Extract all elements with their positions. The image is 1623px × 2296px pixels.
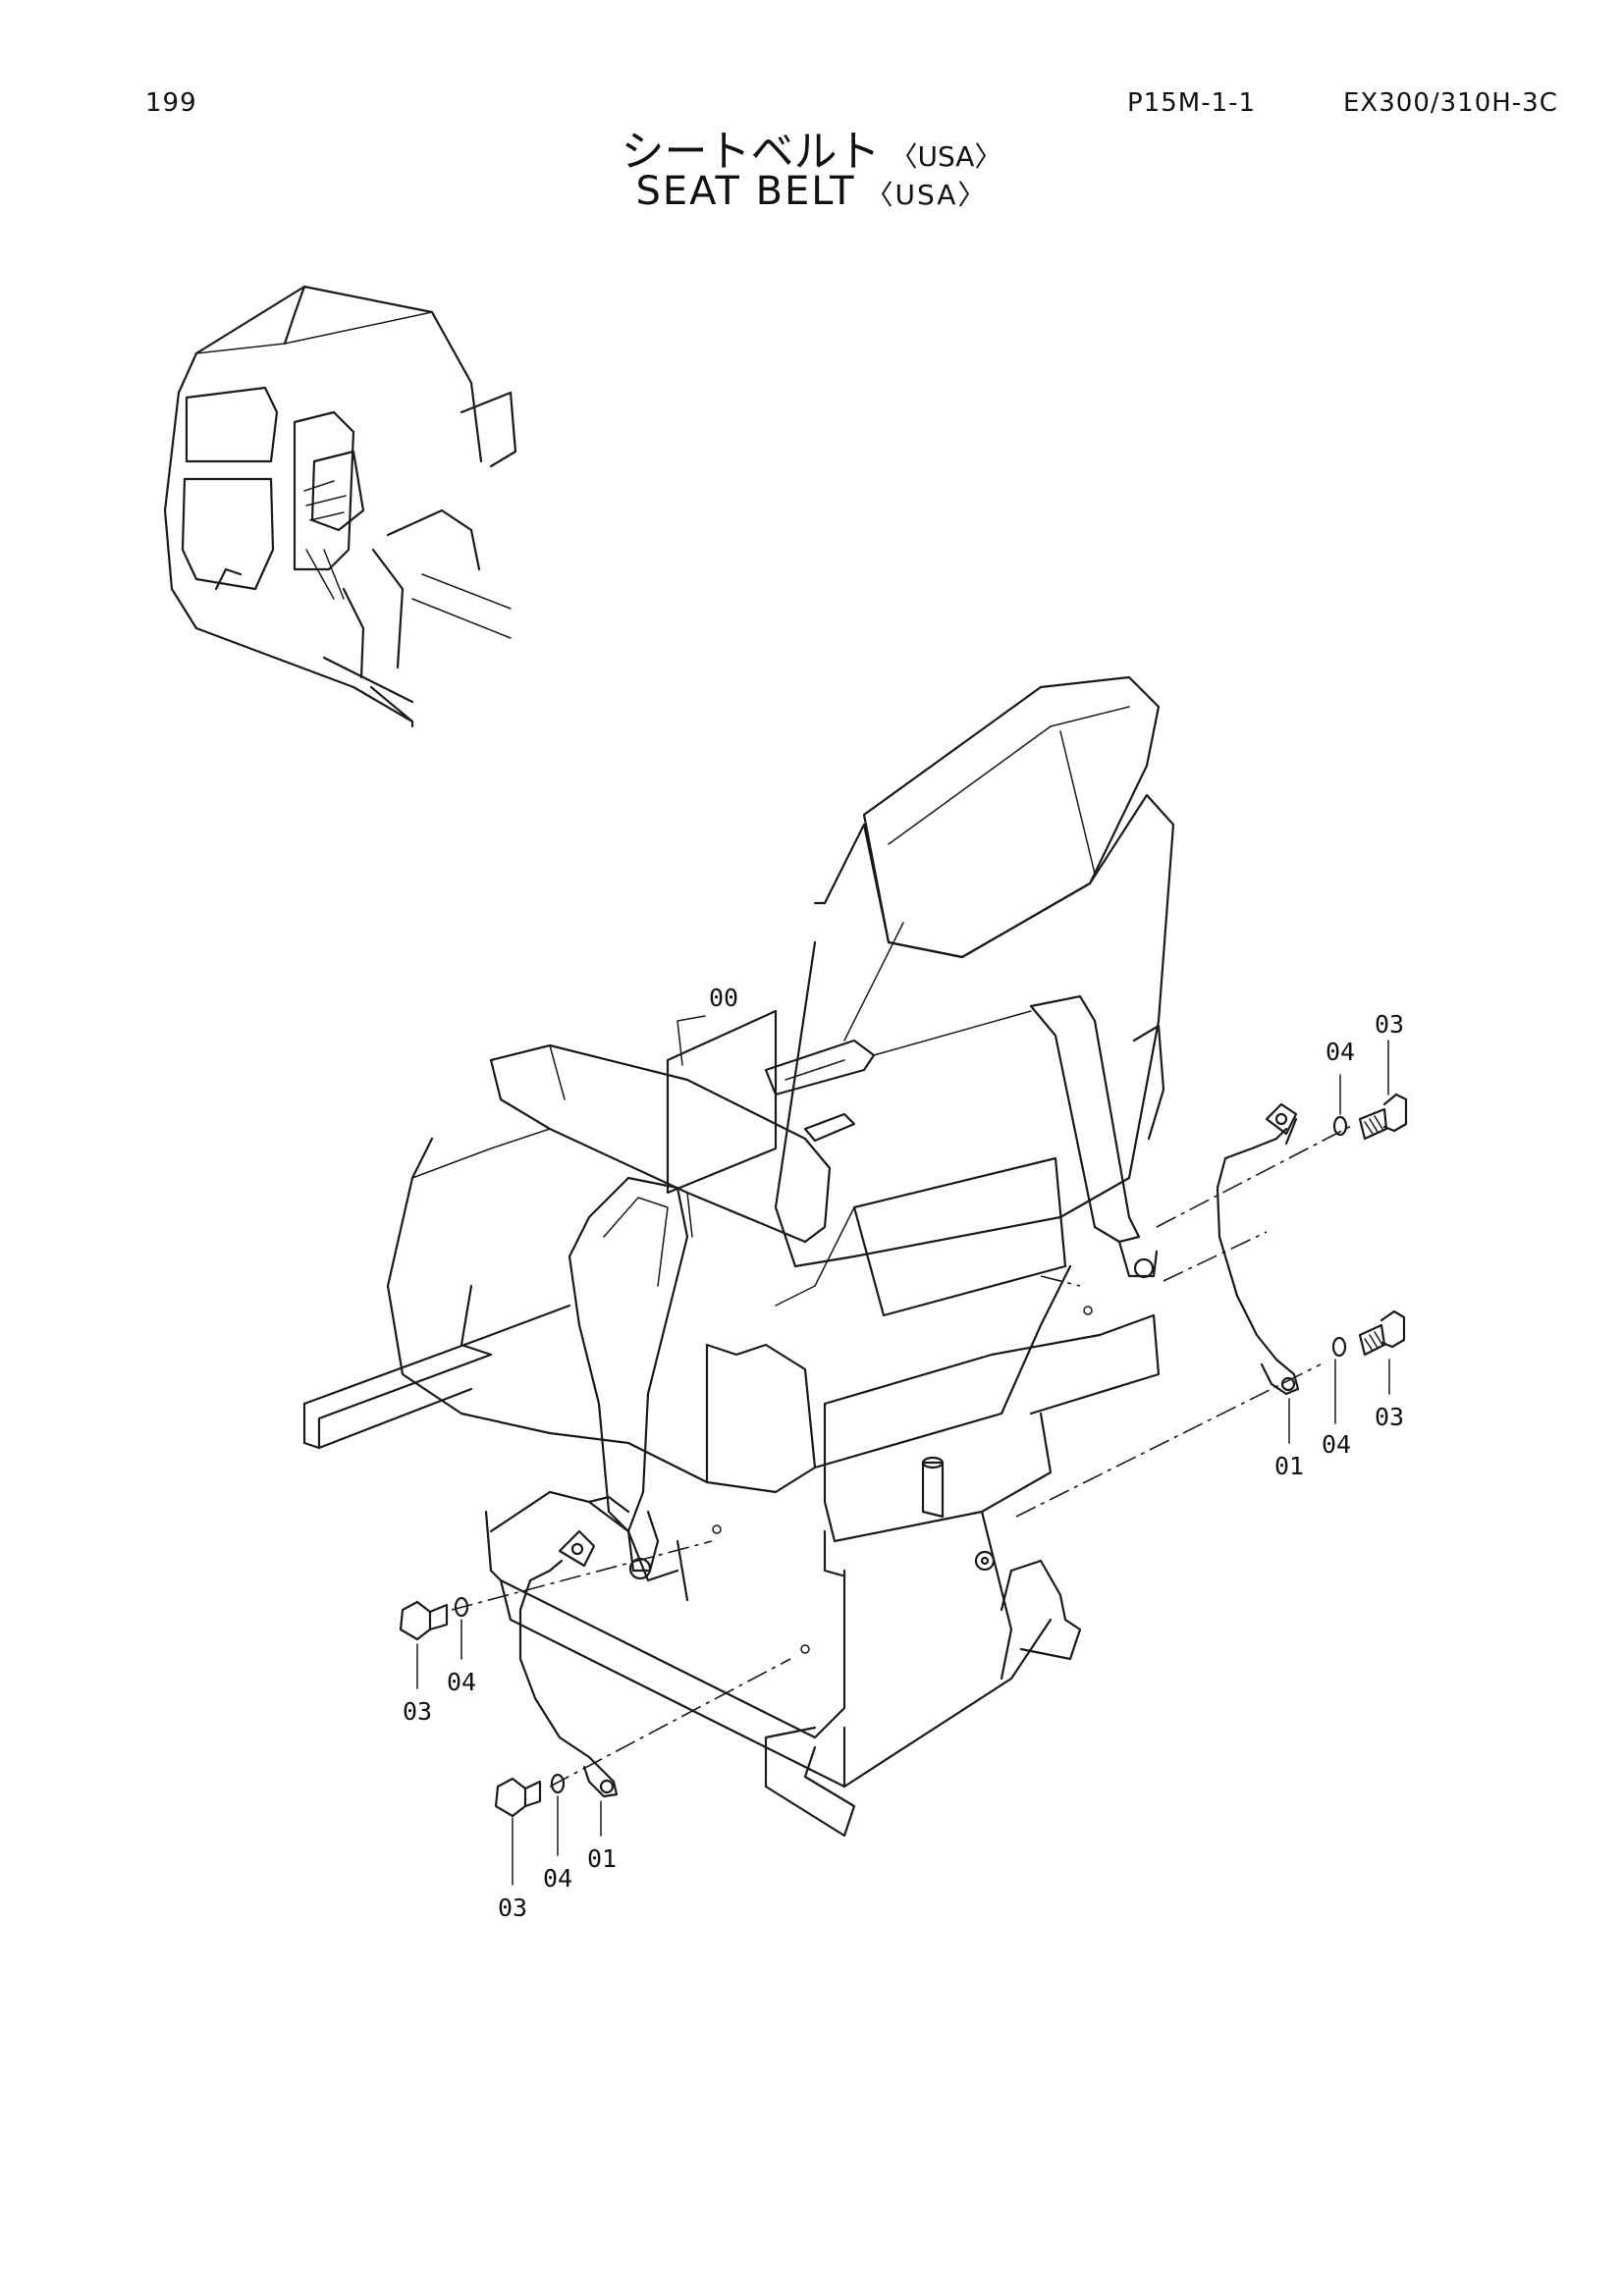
washer-mid-right <box>1331 1336 1347 1358</box>
callout-04-top-right: 04 <box>1325 1038 1355 1066</box>
washer-left-lower <box>550 1773 566 1794</box>
callout-01-right: 01 <box>1274 1452 1304 1480</box>
title-japanese-text: シートベルト <box>621 127 881 177</box>
callout-04-left-lower: 04 <box>543 1864 572 1893</box>
machine-model: EX300/310H-3C <box>1343 88 1558 118</box>
bolt-left-lower <box>494 1777 542 1818</box>
right-anchor-belt <box>1216 1102 1300 1396</box>
figure-reference-code: P15M-1-1 <box>1127 88 1257 118</box>
page-number: 199 <box>145 88 197 118</box>
washer-left-upper <box>454 1596 469 1618</box>
callout-03-mid-right: 03 <box>1375 1403 1404 1431</box>
callout-01-left: 01 <box>587 1844 617 1873</box>
cab-location-inset <box>163 285 517 728</box>
title-english-region-tag: 〈USA〉 <box>865 179 988 211</box>
callout-03-top-right: 03 <box>1375 1010 1404 1039</box>
bolt-mid-right <box>1358 1309 1406 1357</box>
hardware <box>399 1093 1408 1818</box>
title-japanese: シートベルト〈USA〉 <box>0 116 1623 179</box>
assembly-center-lines <box>451 1123 1356 1788</box>
callout-labels: 00 04 03 03 04 01 04 03 01 04 03 <box>403 984 1404 1922</box>
title-english-text: SEAT BELT <box>635 169 856 214</box>
left-anchor-belt <box>518 1529 619 1798</box>
callout-03-left-upper: 03 <box>403 1697 432 1726</box>
washer-top-right <box>1332 1115 1348 1137</box>
bolt-top-right <box>1358 1093 1408 1141</box>
seat-base-frame <box>302 1284 1161 1838</box>
callout-04-mid-right: 04 <box>1322 1430 1351 1459</box>
callout-04-left-upper: 04 <box>447 1668 476 1696</box>
bolt-left-upper <box>399 1600 449 1641</box>
title-english: SEAT BELT 〈USA〉 <box>0 169 1623 214</box>
operator-seat <box>386 675 1175 1580</box>
callout-00: 00 <box>709 984 738 1012</box>
callout-leaders <box>416 1015 1390 1886</box>
callout-03-left-lower: 03 <box>498 1894 527 1922</box>
title-japanese-region-tag: 〈USA〉 <box>890 140 1002 173</box>
